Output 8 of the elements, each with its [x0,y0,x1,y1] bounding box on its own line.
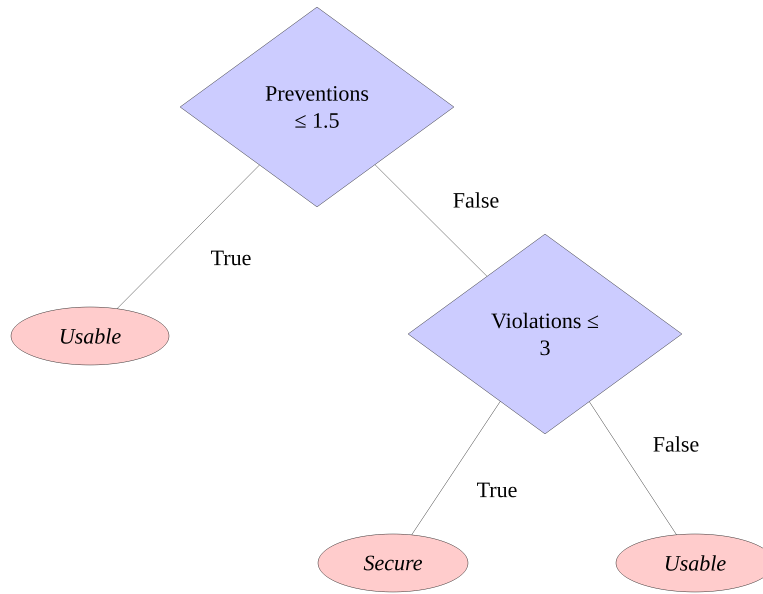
edge-label: True [477,482,517,498]
connector-line [412,401,500,535]
edge-label: False [453,192,498,208]
edge-label: False [653,436,698,452]
connector-line [374,164,488,276]
connector-line [117,164,260,309]
connector-line [589,402,677,535]
edge-label: True [211,250,251,266]
